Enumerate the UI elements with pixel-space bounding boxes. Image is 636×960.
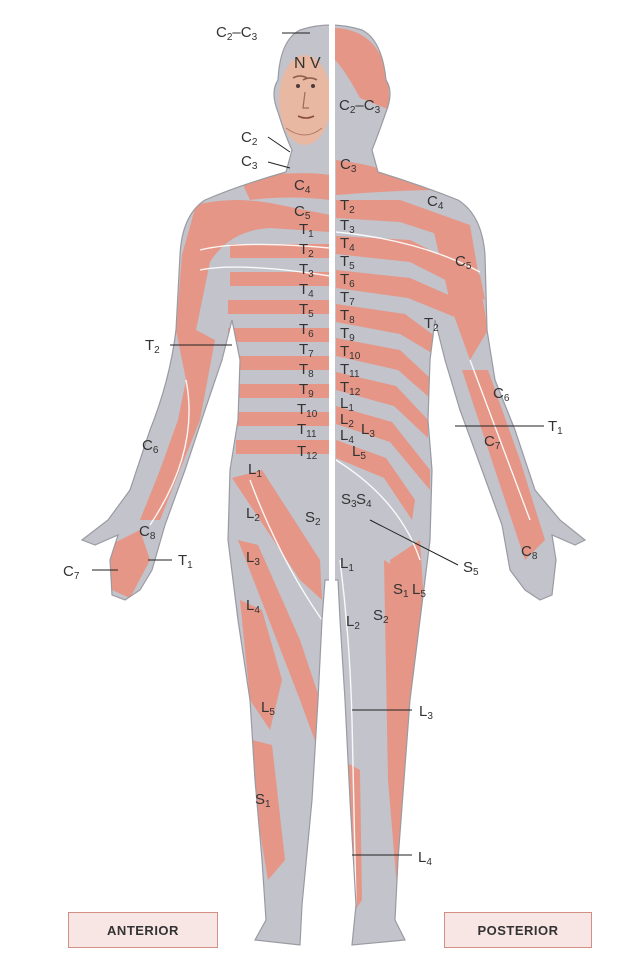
label-p-c5: C5 xyxy=(455,254,471,274)
label-a-t2: T2 xyxy=(299,242,314,262)
label-p-l5: L5 xyxy=(352,444,366,464)
label-p-c2c3: C2–C3 xyxy=(339,98,380,118)
label-a-l1: L1 xyxy=(248,462,262,482)
label-p-t2-arm: T2 xyxy=(424,316,439,336)
label-a-l5: L5 xyxy=(261,700,275,720)
label-a-t8: T8 xyxy=(299,362,314,382)
label-p-l1-leg: L1 xyxy=(340,556,354,576)
label-a-nv: N V xyxy=(294,56,321,71)
label-a-c4: C4 xyxy=(294,178,310,198)
posterior-tag: POSTERIOR xyxy=(444,912,592,948)
label-a-t5: T5 xyxy=(299,302,314,322)
label-p-l2-leg: L2 xyxy=(346,614,360,634)
label-a-c3: C3 xyxy=(241,154,257,174)
label-a-t1-hand: T1 xyxy=(178,553,193,573)
label-a-t9: T9 xyxy=(299,382,314,402)
label-a-c2c3: C2–C3 xyxy=(216,25,257,45)
label-p-c4: C4 xyxy=(427,194,443,214)
label-a-l3: L3 xyxy=(246,550,260,570)
label-a-t11: T11 xyxy=(297,422,317,442)
label-a-t4: T4 xyxy=(299,282,314,302)
midline-divider xyxy=(329,20,335,950)
label-p-l5-leg: L5 xyxy=(412,582,426,602)
label-a-c2: C2 xyxy=(241,130,257,150)
label-p-c6: C6 xyxy=(493,386,509,406)
label-p-c7: C7 xyxy=(484,434,500,454)
label-p-l3: L3 xyxy=(361,422,375,442)
label-p-c3: C3 xyxy=(340,157,356,177)
label-a-t10: T10 xyxy=(297,402,317,422)
anterior-tag: ANTERIOR xyxy=(68,912,218,948)
label-a-t12: T12 xyxy=(297,444,317,464)
label-p-l4-leg: L4 xyxy=(418,850,432,870)
label-a-t6: T6 xyxy=(299,322,314,342)
label-a-t1: T1 xyxy=(299,222,314,242)
label-a-l4: L4 xyxy=(246,598,260,618)
label-a-t7: T7 xyxy=(299,342,314,362)
label-p-s4: S4 xyxy=(356,492,372,512)
label-a-t3: T3 xyxy=(299,262,314,282)
label-p-l3-leg: L3 xyxy=(419,704,433,724)
label-p-t1: T1 xyxy=(548,419,563,439)
label-p-s2: S2 xyxy=(373,608,389,628)
label-a-t2-arm: T2 xyxy=(145,338,160,358)
label-p-t2: T2 xyxy=(340,198,355,218)
label-a-c6: C6 xyxy=(142,438,158,458)
label-a-c8: C8 xyxy=(139,524,155,544)
label-a-l2: L2 xyxy=(246,506,260,526)
label-a-s1: S1 xyxy=(255,792,271,812)
label-p-s5: S5 xyxy=(463,560,479,580)
label-a-c7: C7 xyxy=(63,564,79,584)
label-p-s1: S1 xyxy=(393,582,409,602)
label-p-s3: S3 xyxy=(341,492,357,512)
label-p-c8: C8 xyxy=(521,544,537,564)
label-a-s2: S2 xyxy=(305,510,321,530)
